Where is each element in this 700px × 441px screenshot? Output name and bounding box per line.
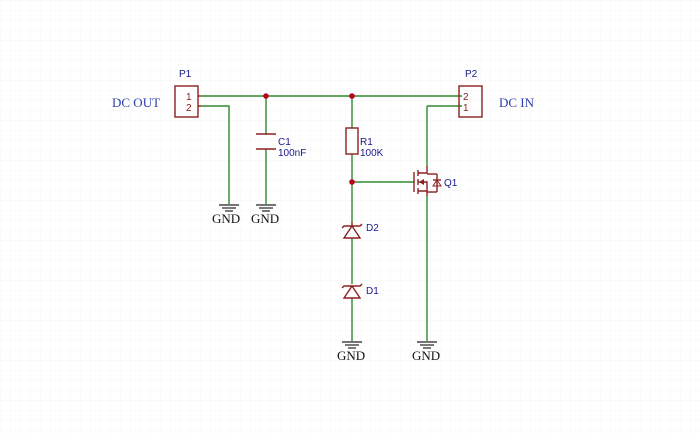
c1-value: 100nF [278,148,306,159]
ground-label: GND [337,348,365,363]
ground-label: GND [212,211,240,226]
junction-r1 [349,93,355,99]
mosfet-q1[interactable]: Q1 [413,166,458,196]
r1-body [345,127,359,155]
zener-d2[interactable]: D2 [341,222,379,239]
p2-ref: P2 [465,69,478,80]
d2-ref: D2 [366,223,379,234]
ground-1[interactable]: GND [212,204,240,226]
p2-body [458,85,483,118]
p1-body [174,85,199,118]
q1-body-diode-icon [432,179,442,187]
r1-ref: R1 [360,137,373,148]
d1-bar [341,283,363,289]
p2-pin1-label: 1 [463,103,469,114]
p2-pin2-label: 2 [463,92,469,103]
p1-pin1-label: 1 [186,92,192,103]
wires [201,95,462,341]
connector-p1[interactable]: P1 1 2 DC OUT [112,69,201,118]
net-label-dc-in: DC IN [499,95,535,110]
ground-2[interactable]: GND [251,204,279,226]
ground-4[interactable]: GND [412,341,440,363]
ground-3[interactable]: GND [337,341,365,363]
c1-ref: C1 [278,137,291,148]
capacitor-c1[interactable]: C1 100nF [256,133,306,159]
ground-label: GND [412,348,440,363]
resistor-r1[interactable]: R1 100K [345,127,384,159]
p1-pin2-label: 2 [186,103,192,114]
d2-triangle-icon [342,224,362,239]
ground-label: GND [251,211,279,226]
q1-ref: Q1 [444,178,458,189]
d1-ref: D1 [366,286,379,297]
net-label-dc-out: DC OUT [112,95,160,110]
junction-gate [349,179,355,185]
zener-d1[interactable]: D1 [341,283,379,299]
wire-p1-pin2-gnd [201,105,230,204]
junction-c1 [263,93,269,99]
p1-ref: P1 [179,69,192,80]
r1-value: 100K [360,148,384,159]
d1-triangle-icon [342,284,362,299]
connector-p2[interactable]: P2 2 1 DC IN [458,69,535,118]
q1-arrow-icon [419,179,424,185]
